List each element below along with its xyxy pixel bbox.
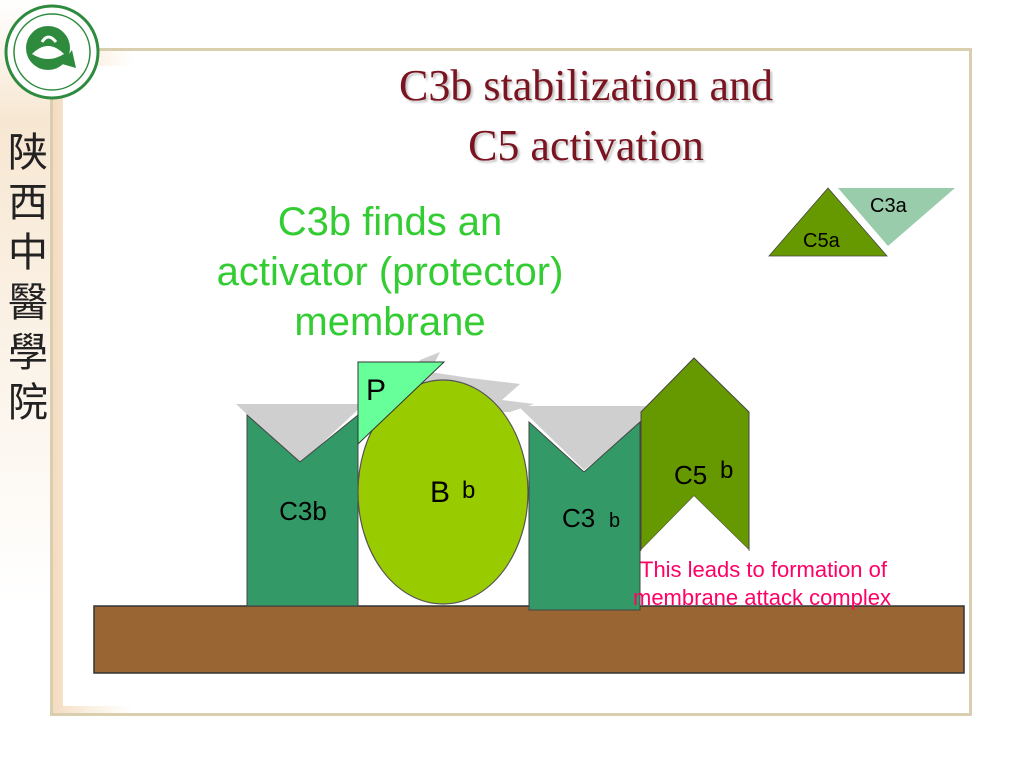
vertical-school-name: 陕 西 中 醫 學 院 bbox=[5, 128, 51, 428]
c3b-right-shape bbox=[528, 420, 641, 611]
c3b-right-sub-label: b bbox=[609, 510, 620, 532]
school-name-char: 中 bbox=[8, 230, 48, 276]
slide-title-line-1: C3b stabilization and bbox=[399, 61, 773, 110]
c5b-sub-label: b bbox=[720, 457, 733, 484]
c3b-left-shadow bbox=[236, 404, 364, 464]
membrane bbox=[93, 605, 965, 674]
subtitle-line-2: activator (protector) bbox=[216, 250, 564, 294]
school-name-char: 院 bbox=[8, 380, 48, 426]
c3b-right-main-label: C3 bbox=[562, 503, 595, 533]
c5a-label: C5a bbox=[803, 230, 841, 252]
properdin-shape bbox=[357, 361, 446, 446]
c5a-fragment bbox=[768, 187, 888, 257]
c3b-left-label: C3b bbox=[279, 496, 327, 526]
c5b-main-label: C5 bbox=[674, 460, 707, 490]
mac-note-line-2: membrane attack complex bbox=[633, 585, 891, 610]
properdin-label: P bbox=[366, 374, 386, 407]
mac-note-line-1: This leads to formation of bbox=[640, 557, 888, 582]
subtitle-line-3: membrane bbox=[294, 300, 486, 344]
subtitle-line-1: C3b finds an bbox=[277, 200, 503, 244]
c3b-right-shadow bbox=[518, 406, 664, 470]
factor-bb-main-label: B bbox=[430, 476, 450, 509]
left-decorative-band bbox=[0, 0, 50, 768]
c5b-notch bbox=[641, 496, 749, 550]
c3b-left-shape bbox=[246, 413, 359, 607]
school-name-char: 陕 bbox=[8, 130, 48, 176]
factor-bb-sub-label: b bbox=[462, 477, 475, 504]
c3a-fragment bbox=[838, 188, 955, 246]
school-name-char: 醫 bbox=[8, 280, 48, 326]
university-seal-icon bbox=[4, 4, 100, 100]
school-name-char: 學 bbox=[8, 330, 48, 376]
slide-title-line-2: C5 activation bbox=[468, 121, 704, 170]
school-name-char: 西 bbox=[8, 180, 48, 226]
c3a-label: C3a bbox=[870, 195, 908, 217]
factor-bb-shape bbox=[357, 379, 529, 605]
